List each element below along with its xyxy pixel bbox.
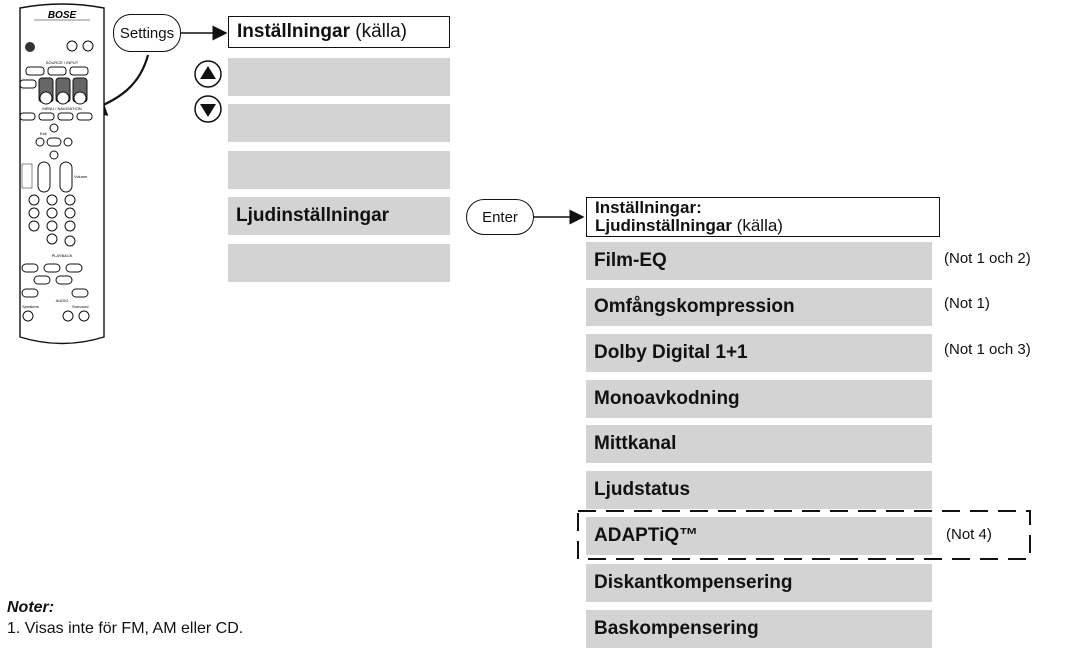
- svg-text:Speakers: Speakers: [22, 304, 39, 309]
- adaptiq-dashed-box: [577, 510, 1031, 560]
- audio-menu-item[interactable]: Mittkanal: [586, 425, 932, 463]
- settings-menu-item[interactable]: [228, 244, 450, 282]
- note-reference: (Not 4): [946, 526, 992, 543]
- audio-menu-title: Inställningar: Ljudinställningar (källa): [586, 197, 940, 237]
- svg-text:MENU / NAVIGATION: MENU / NAVIGATION: [42, 106, 81, 111]
- enter-button[interactable]: Enter: [466, 199, 534, 235]
- settings-menu-item[interactable]: [228, 151, 450, 189]
- audio-menu-item[interactable]: Baskompensering: [586, 610, 932, 648]
- audio-menu-item-adaptiq[interactable]: ADAPTiQ™: [586, 517, 932, 555]
- remote-brand: BOSE: [48, 10, 77, 21]
- notes-line-1: 1. Visas inte för FM, AM eller CD.: [7, 620, 244, 637]
- up-arrow-icon[interactable]: [193, 59, 223, 89]
- settings-menu-title: Inställningar (källa): [228, 16, 450, 48]
- notes-title: Noter:: [7, 599, 55, 616]
- settings-button[interactable]: Settings: [113, 14, 181, 52]
- audio-menu-item[interactable]: Monoavkodning: [586, 380, 932, 418]
- svg-text:AUDIO: AUDIO: [56, 298, 69, 303]
- note-reference: (Not 1 och 3): [944, 341, 1031, 358]
- audio-menu-item[interactable]: Dolby Digital 1+1: [586, 334, 932, 372]
- note-reference: (Not 1 och 2): [944, 250, 1031, 267]
- audio-menu-item[interactable]: Omfångskompression: [586, 288, 932, 326]
- svg-text:PLAYBACK: PLAYBACK: [52, 253, 73, 258]
- audio-menu-item[interactable]: Ljudstatus: [586, 471, 932, 509]
- note-reference: (Not 1): [944, 295, 990, 312]
- down-arrow-icon[interactable]: [193, 94, 223, 124]
- settings-menu-item[interactable]: [228, 104, 450, 142]
- svg-text:SOURCE / INPUT: SOURCE / INPUT: [46, 60, 79, 65]
- audio-menu-item[interactable]: Film-EQ: [586, 242, 932, 280]
- settings-menu-item[interactable]: [228, 58, 450, 96]
- svg-text:Exit: Exit: [40, 131, 48, 136]
- settings-menu-item-audio[interactable]: Ljudinställningar: [228, 197, 450, 235]
- audio-menu-item[interactable]: Diskantkompensering: [586, 564, 932, 602]
- svg-text:Surround: Surround: [72, 304, 88, 309]
- svg-text:Volume: Volume: [74, 174, 88, 179]
- remote-control: BOSE SOURCE / INPUT MENU / NAVIGATION Ex…: [19, 3, 105, 345]
